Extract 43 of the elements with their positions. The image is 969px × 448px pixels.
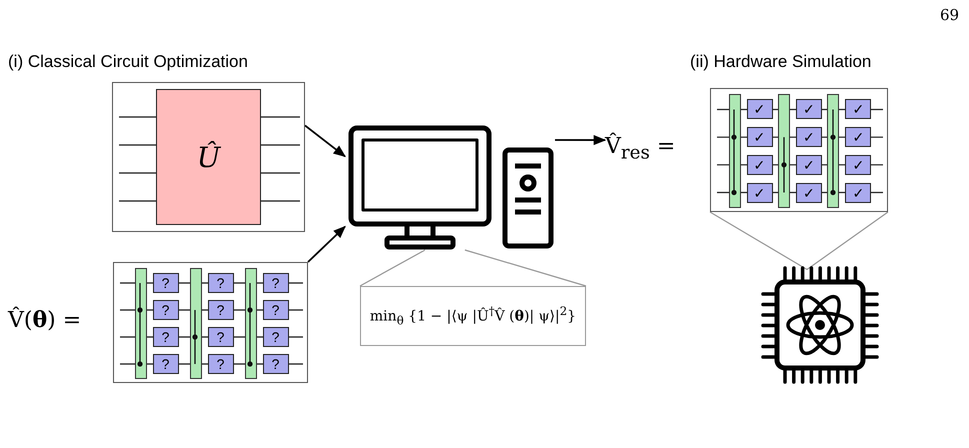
gate-box: ✓ bbox=[845, 154, 872, 175]
formula-box: min$_{θ}$ {1 − |⟨ψ |Û$^{†}$V̂ (θ)| ψ⟩|$^{2}$} bbox=[360, 286, 586, 346]
gate-box: ? bbox=[152, 327, 178, 347]
entangling-gate bbox=[778, 94, 790, 208]
arrow bbox=[307, 226, 346, 263]
gate-box: ✓ bbox=[845, 127, 872, 148]
entangling-gate bbox=[134, 268, 146, 379]
gate-box: ? bbox=[152, 300, 178, 320]
gate-box: ✓ bbox=[796, 99, 822, 120]
gate-box: ? bbox=[208, 354, 234, 374]
entangling-gate bbox=[728, 94, 741, 208]
gate-box: ✓ bbox=[796, 154, 822, 175]
entangling-gate bbox=[827, 94, 840, 208]
gate-box: ? bbox=[152, 273, 178, 293]
entangling-gate bbox=[190, 268, 202, 379]
gate-box: ✓ bbox=[746, 127, 773, 148]
page-number: 69 bbox=[940, 6, 960, 24]
zoom-lines bbox=[359, 249, 587, 287]
gate-box: ? bbox=[262, 327, 288, 347]
gate-box: ? bbox=[208, 300, 234, 320]
gate-box: ✓ bbox=[845, 99, 872, 120]
arrow bbox=[304, 124, 346, 158]
circuit-box bbox=[112, 82, 305, 232]
gate-box: ✓ bbox=[796, 182, 822, 202]
section-heading: (i) Classical Circuit Optimization bbox=[8, 52, 248, 72]
gate-box: ? bbox=[208, 273, 234, 293]
arrow bbox=[555, 135, 606, 146]
section-heading: (ii) Hardware Simulation bbox=[690, 52, 872, 72]
gate-box: ✓ bbox=[746, 99, 773, 120]
gate-box: ? bbox=[262, 273, 288, 293]
unitary-gate: Û bbox=[156, 89, 261, 225]
gate-box: ✓ bbox=[796, 127, 822, 148]
gate-box: ? bbox=[208, 327, 234, 347]
entangling-gate bbox=[244, 268, 256, 379]
gate-box: ? bbox=[262, 354, 288, 374]
equation-label: V̂(θ) = bbox=[8, 306, 82, 332]
gate-box: ✓ bbox=[746, 154, 773, 175]
zoom-lines bbox=[709, 211, 889, 270]
gate-box: ? bbox=[262, 300, 288, 320]
equation-label: V̂$_{res}$ = bbox=[605, 134, 676, 164]
gate-box: ✓ bbox=[746, 182, 773, 202]
gate-box: ? bbox=[152, 354, 178, 374]
gate-box: ✓ bbox=[845, 182, 872, 202]
